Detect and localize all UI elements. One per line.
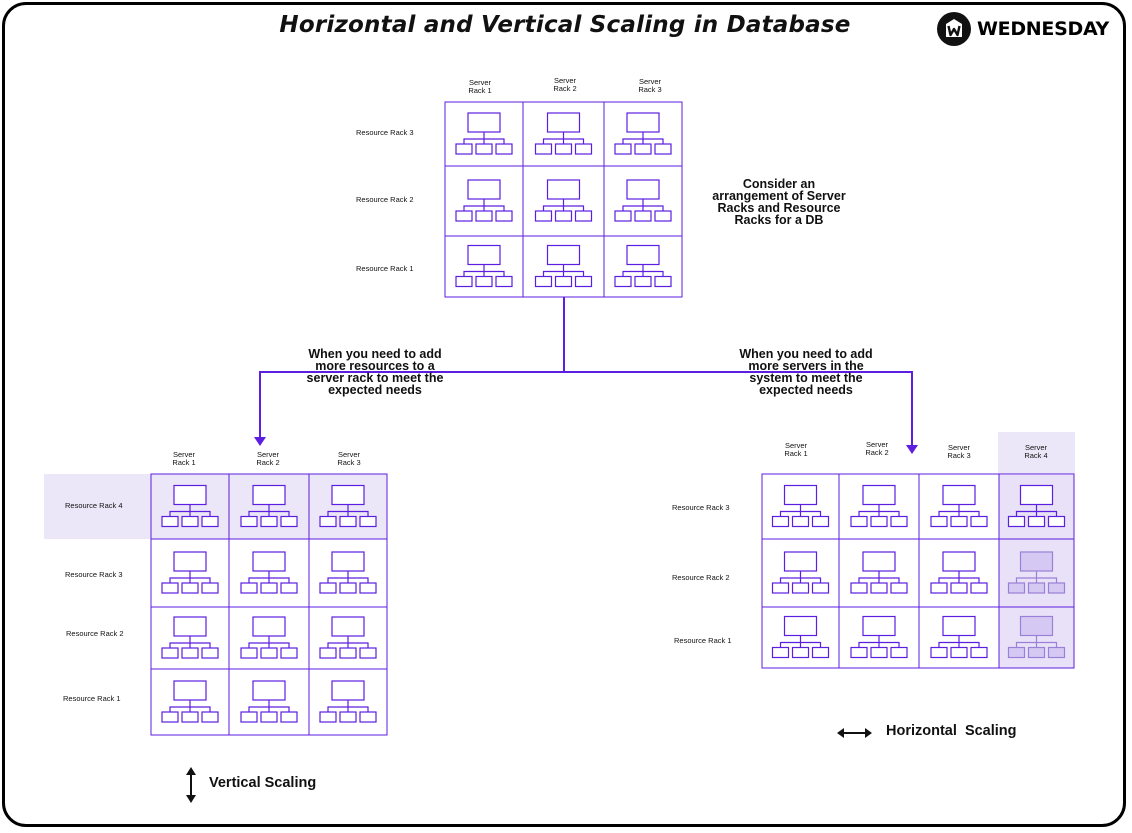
horiz-col-label-3: Server Rack 3 (947, 443, 971, 460)
server-icon (161, 551, 219, 594)
left-branch-label: When you need to add more resources to a… (306, 347, 444, 397)
server-icon (930, 551, 988, 594)
vertical-scaling-legend: Vertical Scaling (209, 775, 317, 791)
server-icon (161, 616, 219, 659)
right-branch-label: When you need to add more servers in the… (739, 347, 873, 397)
server-icon (1007, 551, 1066, 594)
top-row-label-3: Resource Rack 1 (356, 264, 414, 273)
connector-to-vertical (259, 371, 564, 441)
vert-col-label-1: Server Rack 1 (172, 450, 196, 467)
server-icon (850, 551, 908, 594)
server-icon (161, 680, 219, 723)
top-row-label-1: Resource Rack 3 (356, 128, 414, 137)
horiz-row-label-3: Resource Rack 1 (674, 636, 732, 645)
server-icon (319, 484, 377, 528)
arrowhead-vertical (254, 437, 266, 446)
top-grid-note: Consider an arrangement of Server Racks … (712, 177, 846, 227)
brand-logo: WEDNESDAY (937, 12, 1109, 46)
vertical-scaling-icon (186, 767, 196, 803)
server-icon (240, 680, 298, 723)
top-rack-grid (444, 101, 683, 298)
server-icon (240, 616, 298, 659)
server-icon (319, 680, 377, 723)
vert-row-label-2: Resource Rack 3 (65, 570, 123, 579)
vert-row-label-1: Resource Rack 4 (65, 501, 123, 510)
server-rack-4-header-highlight (998, 432, 1075, 474)
horiz-col-label-2: Server Rack 2 (865, 440, 889, 457)
w-logo-icon (937, 12, 971, 46)
server-icon (240, 484, 298, 528)
server-icon (771, 484, 830, 528)
server-icon (1007, 615, 1066, 659)
server-icon (455, 179, 513, 222)
server-icon (534, 112, 593, 155)
horizontal-scaling-legend: Horizontal Scaling (886, 723, 1017, 739)
resource-rack-4-highlight (44, 474, 387, 539)
arrowhead-horizontal (906, 445, 918, 454)
server-icon (771, 551, 830, 594)
horiz-row-label-2: Resource Rack 2 (672, 573, 730, 582)
horizontal-scaling-icon (837, 728, 872, 738)
vert-row-label-4: Resource Rack 1 (63, 694, 121, 703)
server-icon (319, 616, 377, 659)
horizontal-scaling-grid (761, 473, 1075, 669)
server-icon (850, 615, 908, 659)
top-col-label-2: Server Rack 2 (553, 76, 577, 93)
server-icon (614, 244, 672, 288)
server-icon (455, 112, 513, 155)
top-col-label-3: Server Rack 3 (638, 77, 662, 94)
server-icon (930, 484, 988, 528)
page-title: Horizontal and Vertical Scaling in Datab… (279, 12, 851, 38)
brand-name: WEDNESDAY (977, 18, 1109, 40)
horiz-col-label-1: Server Rack 1 (784, 441, 808, 458)
horiz-col-label-4: Server Rack 4 (1024, 443, 1048, 460)
server-icon (614, 112, 672, 155)
server-icon (534, 179, 593, 222)
server-icon (771, 615, 830, 659)
server-icon (614, 179, 672, 222)
vert-row-label-3: Resource Rack 2 (66, 629, 124, 638)
vertical-scaling-grid (150, 473, 388, 736)
server-icon (240, 551, 298, 594)
connector-to-horizontal (564, 371, 913, 449)
server-icon (319, 551, 377, 594)
server-icon (455, 244, 513, 288)
server-icon (534, 244, 593, 288)
vert-col-label-2: Server Rack 2 (256, 450, 280, 467)
horiz-row-label-1: Resource Rack 3 (672, 503, 730, 512)
top-col-label-1: Server Rack 1 (468, 78, 492, 95)
server-icon (1007, 484, 1066, 528)
server-icon (850, 484, 908, 528)
vert-col-label-3: Server Rack 3 (337, 450, 361, 467)
server-icon (930, 615, 988, 659)
server-icon (161, 484, 219, 528)
top-row-label-2: Resource Rack 2 (356, 195, 414, 204)
